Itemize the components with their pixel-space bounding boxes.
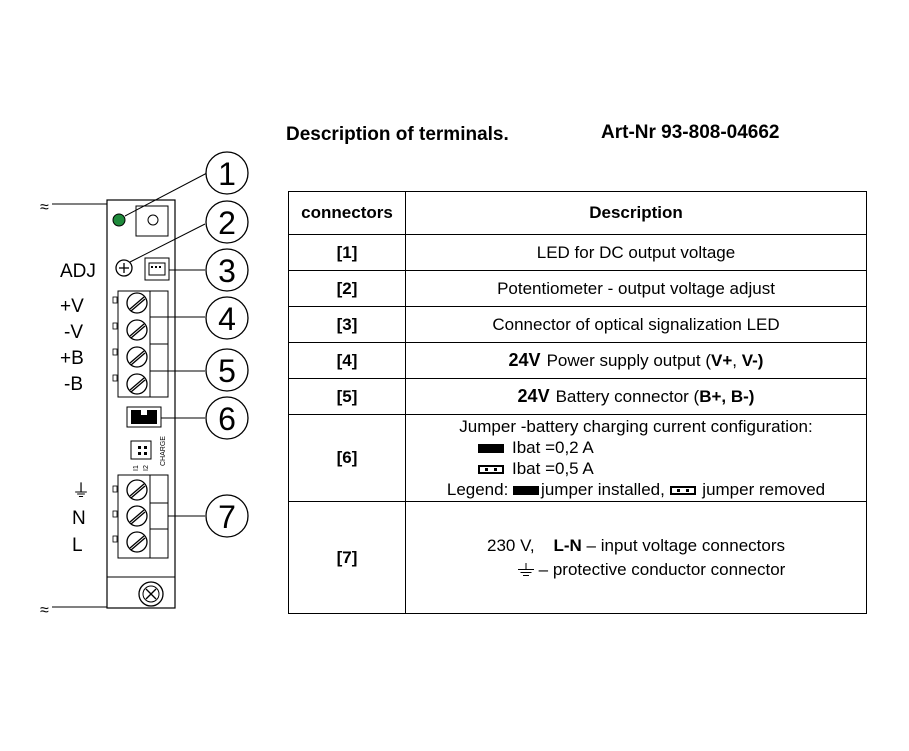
terminal-diagram: ≈ ≈ ADJ +V -V +B -B (40, 151, 249, 619)
label-n: N (72, 508, 86, 529)
table-row: [7] 230 V, L-N – input voltage connector… (288, 501, 867, 614)
table-row: [3] Connector of optical signalization L… (288, 306, 867, 343)
callout-2: 2 (205, 200, 249, 244)
header-description: Description (405, 191, 867, 235)
connector-id: [3] (288, 306, 406, 343)
connector-description: LED for DC output voltage (405, 234, 867, 271)
voltage-value: 24V (508, 350, 541, 370)
label-minus-b: -B (64, 374, 83, 395)
callout-4: 4 (205, 296, 249, 340)
label-i1: I1 (133, 465, 140, 471)
terminals-table: connectors Description [1] LED for DC ou… (288, 191, 867, 614)
label-l: L (72, 535, 83, 556)
legend-installed-icon (513, 486, 540, 496)
input-voltage-line: 230 V, L-N – input voltage connectors (486, 535, 785, 555)
connector-description: 230 V, L-N – input voltage connectors – … (405, 501, 867, 614)
callout-5: 5 (205, 348, 249, 392)
jumper-legend: Legend: jumper installed, jumper removed (446, 480, 826, 499)
label-charge: CHARGE (160, 436, 167, 466)
svg-text:4: 4 (218, 301, 236, 337)
connector-id: [1] (288, 234, 406, 271)
break-mark-bottom: ≈ (40, 602, 49, 619)
svg-text:2: 2 (218, 205, 236, 241)
charge-jumper-pins (130, 440, 152, 460)
page-title: Description of terminals. (286, 124, 509, 145)
table-header-row: connectors Description (288, 191, 867, 235)
legend-removed-icon (669, 486, 696, 496)
connector-id: [6] (288, 414, 406, 502)
connector-id: [2] (288, 270, 406, 307)
ibat-05: Ibat =0,5 A (406, 458, 866, 479)
connector-id: [5] (288, 378, 406, 415)
output-screws (112, 292, 168, 395)
protective-conductor-line: – protective conductor connector (406, 560, 866, 580)
ground-icon (517, 563, 535, 577)
article-number: Art-Nr 93-808-04662 (601, 122, 780, 143)
jumper-removed-icon (478, 465, 504, 475)
svg-text:5: 5 (218, 353, 236, 389)
connector-description: Potentiometer - output voltage adjust (405, 270, 867, 307)
led-indicator (112, 213, 126, 227)
table-row: [2] Potentiometer - output voltage adjus… (288, 270, 867, 307)
jumper-config-title: Jumper -battery charging current configu… (459, 417, 813, 436)
connector-id: [4] (288, 342, 406, 379)
svg-text:6: 6 (218, 401, 236, 437)
ground-symbol-left: ⏚ (72, 481, 90, 501)
table-row: [6] Jumper -battery charging current con… (288, 414, 867, 502)
callout-3: 3 (205, 248, 249, 292)
svg-text:1: 1 (218, 156, 236, 192)
led-housing-hole (147, 214, 159, 226)
jumper-installed-icon (478, 444, 504, 454)
voltage-value: 24V (517, 386, 550, 406)
ibat-02: Ibat =0,2 A (406, 437, 866, 458)
callout-1: 1 (205, 151, 249, 195)
label-i2: I2 (143, 465, 150, 471)
label-plus-b: +B (60, 348, 84, 369)
svg-text:3: 3 (218, 253, 236, 289)
svg-text:7: 7 (218, 499, 236, 535)
input-screws (112, 479, 168, 553)
connector-description: Jumper -battery charging current configu… (405, 414, 867, 502)
table-row: [1] LED for DC output voltage (288, 234, 867, 271)
label-minus-v: -V (64, 322, 83, 343)
break-mark-top: ≈ (40, 199, 49, 216)
callout-7: 7 (205, 494, 249, 538)
label-plus-v: +V (60, 296, 84, 317)
header-connectors: connectors (288, 191, 406, 235)
connector-description: Connector of optical signalization LED (405, 306, 867, 343)
label-adj: ADJ (60, 261, 96, 282)
callout-6: 6 (205, 396, 249, 440)
connector-id: [7] (288, 501, 406, 614)
